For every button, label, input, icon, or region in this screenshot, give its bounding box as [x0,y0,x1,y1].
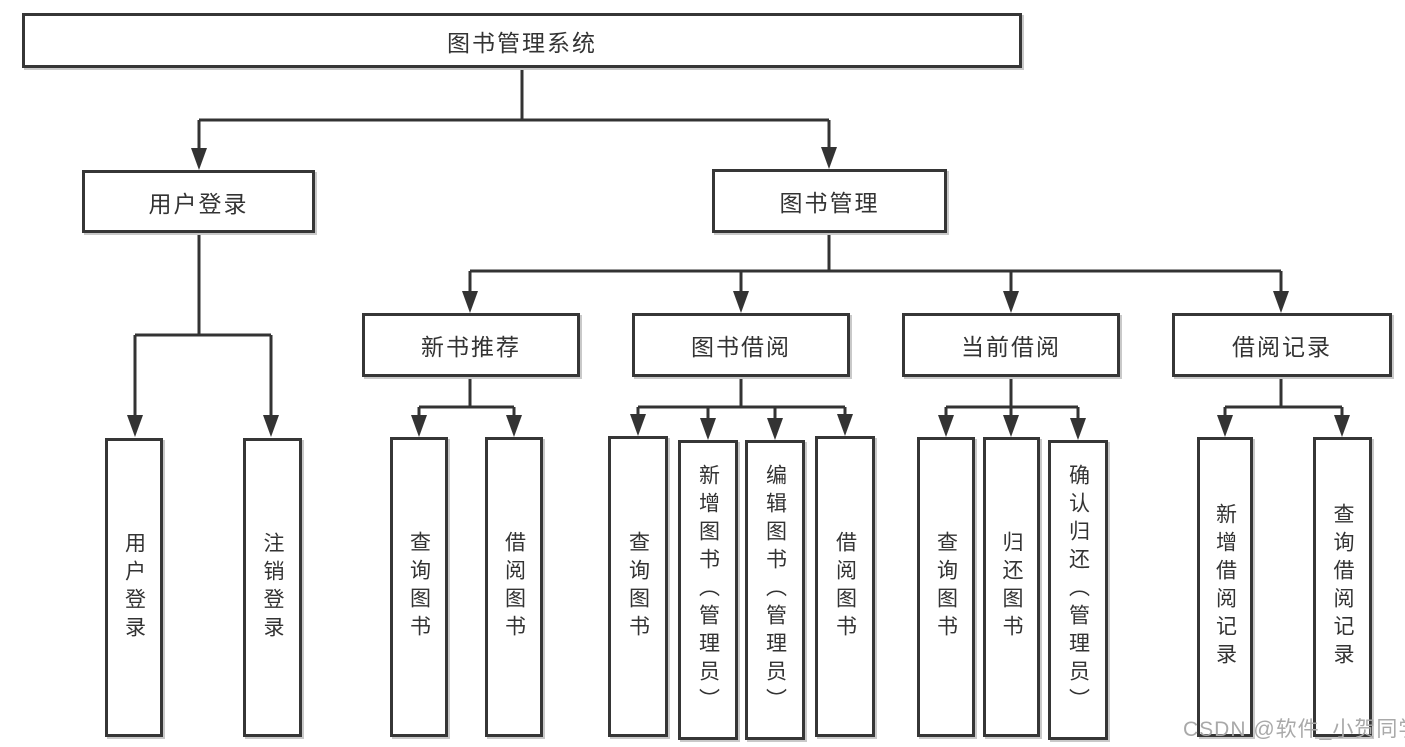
node-leaf-cb-query-books: 查询图书 [917,437,975,737]
csdn-watermark: CSDN @软件_小贺同学 [1183,718,1405,741]
node-library-system: 图书管理系统 [22,13,1022,68]
node-borrow-records: 借阅记录 [1172,313,1392,377]
node-book-management: 图书管理 [712,169,947,233]
node-user-login: 用户登录 [82,170,315,233]
node-book-borrowing: 图书借阅 [632,313,850,377]
node-leaf-nbr-query-books: 查询图书 [390,437,448,737]
connector-segments [133,68,1344,423]
node-leaf-user-login: 用户登录 [105,438,163,737]
node-leaf-nbr-borrow-books: 借阅图书 [485,437,543,737]
node-leaf-bb-add-books-admin: 新增图书（管理员） [678,440,738,740]
node-leaf-bb-edit-books-admin: 编辑图书（管理员） [745,440,805,740]
node-current-borrowing: 当前借阅 [902,313,1120,377]
node-leaf-bb-borrow-books: 借阅图书 [815,436,875,737]
node-leaf-cb-confirm-return-admin: 确认归还（管理员） [1048,440,1108,740]
node-leaf-logout: 注销登录 [243,438,302,737]
node-leaf-br-query-record: 查询借阅记录 [1313,437,1372,737]
node-leaf-bb-query-books: 查询图书 [608,436,668,737]
node-new-book-recommend: 新书推荐 [362,313,580,377]
node-leaf-cb-return-books: 归还图书 [983,437,1040,737]
arrowheads [127,147,1350,440]
node-leaf-br-add-record: 新增借阅记录 [1197,437,1253,737]
